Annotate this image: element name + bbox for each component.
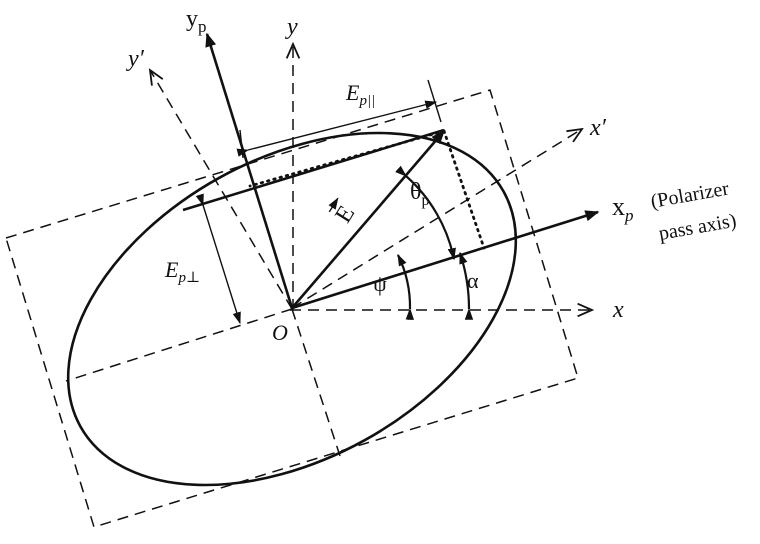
e-parallel-extension-right	[427, 79, 442, 123]
x-prime-axis	[291, 129, 582, 309]
alpha-arc	[458, 251, 474, 320]
label-polarizer-line1: (Polarizer	[649, 178, 731, 213]
label-e-perp: Ep⊥	[164, 257, 200, 286]
label-polarizer-line2: pass axis)	[657, 210, 738, 245]
y-prime-axis	[150, 70, 293, 310]
label-y-prime: y′	[126, 46, 145, 72]
label-theta-p: θp	[410, 179, 430, 209]
e-vector	[291, 129, 445, 309]
theta-p-arc	[395, 165, 456, 261]
label-psi: ψ	[373, 271, 387, 296]
minor-axis-extension	[291, 308, 341, 457]
bounding-rectangle	[5, 89, 579, 528]
e-parallel-dimension	[236, 100, 438, 157]
label-y: y	[285, 14, 298, 40]
psi-arc	[397, 253, 415, 320]
y-p-axis	[205, 32, 294, 309]
label-x-p: xp	[612, 192, 634, 225]
label-alpha: α	[467, 268, 479, 293]
projection-perp	[442, 129, 486, 250]
svg-text:E: E	[330, 201, 360, 227]
label-x: x	[612, 297, 624, 323]
x-p-axis	[291, 210, 600, 310]
label-y-p: yp	[186, 6, 207, 36]
label-origin: O	[272, 320, 288, 345]
polarization-ellipse	[66, 131, 518, 487]
label-x-prime: x′	[589, 115, 607, 141]
label-e-vector: E	[328, 197, 360, 228]
major-axis-extension	[65, 308, 293, 382]
label-e-parallel: Ep||	[345, 80, 375, 109]
e-perp-dimension	[195, 193, 241, 325]
